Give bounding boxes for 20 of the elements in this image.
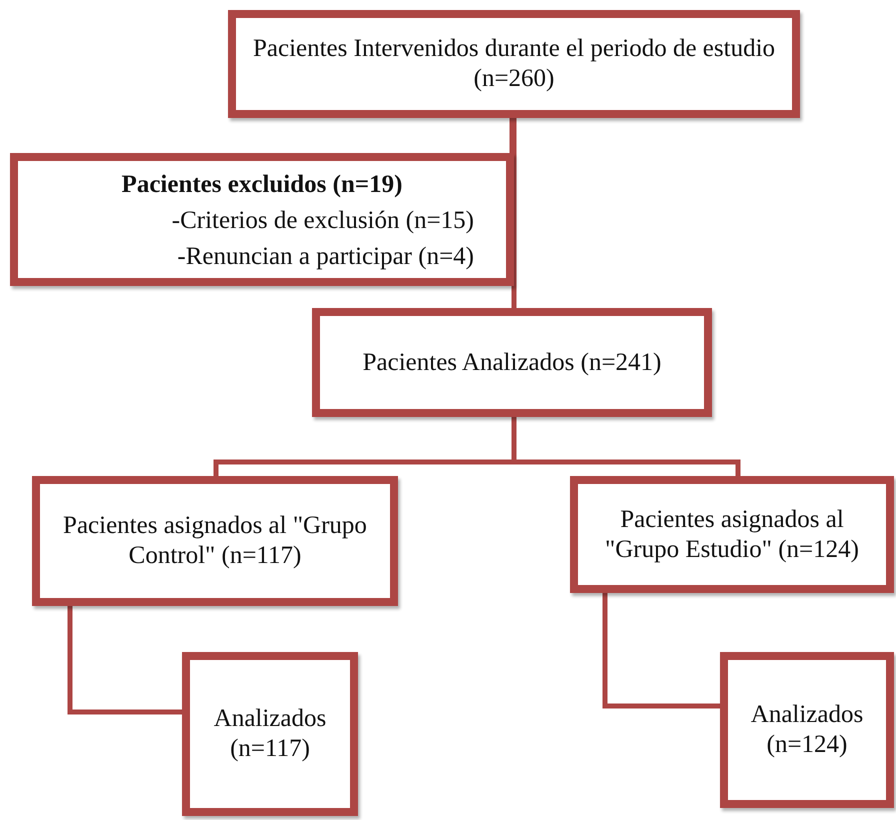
box-text: Pacientes Intervenidos durante el periodo de estudio (n=260) <box>252 34 776 94</box>
process-box <box>10 153 514 286</box>
process-box <box>312 308 712 417</box>
box-text: Pacientes Analizados (n=241) <box>362 348 662 378</box>
box-text: Analizados (n=124) <box>750 700 864 760</box>
connector-line <box>512 118 516 308</box>
box-text: Pacientes asignados al "Grupo Control" (n=117) <box>62 511 368 571</box>
connector-line <box>602 593 720 708</box>
process-box <box>228 10 800 118</box>
process-box <box>720 652 894 808</box>
process-box <box>32 476 398 606</box>
list-item: -Criterios de exclusión (n=15) <box>172 206 474 236</box>
box-text: Pacientes asignados al "Grupo Estudio" (n=124) <box>604 504 860 564</box>
list-item: -Renuncian a participar (n=4) <box>177 242 474 272</box>
connector-line <box>510 118 514 153</box>
connector-line <box>68 606 182 714</box>
box-text: Analizados (n=117) <box>212 704 328 764</box>
process-box <box>570 476 894 593</box>
process-box <box>182 652 358 816</box>
box-heading: Pacientes excluidos (n=19) <box>122 170 402 200</box>
